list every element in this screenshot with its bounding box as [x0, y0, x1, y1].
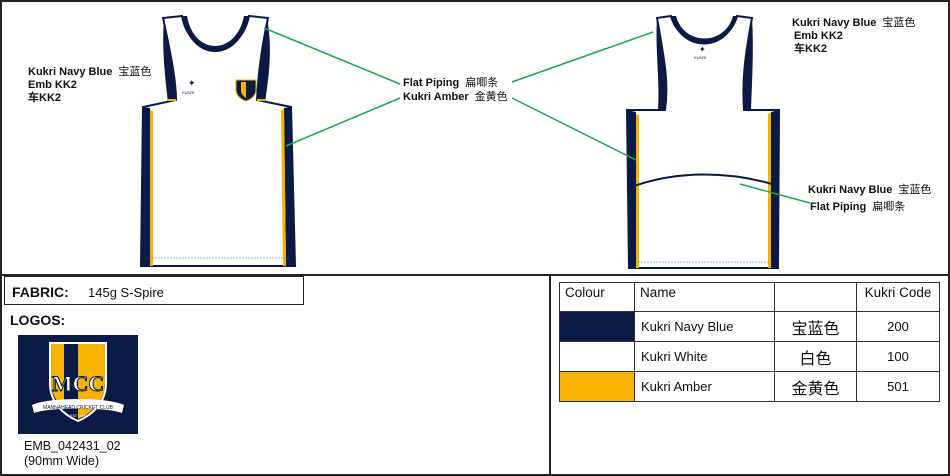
front-brand-logo-icon: ✦ KUKRI [182, 79, 196, 95]
svg-text:KUKRI: KUKRI [694, 55, 706, 60]
colour-cn-name: 金黄色 [774, 371, 857, 402]
logos-title: LOGOS: [10, 312, 66, 328]
svg-text:KUKRI: KUKRI [182, 90, 194, 95]
front-emb-label: Emb KK2 [28, 79, 77, 91]
colour-code: 100 [856, 341, 940, 372]
section-divider [0, 274, 950, 276]
crest-ribbon-text: MANNAHEAD CRICKET CLUB [43, 405, 114, 411]
colour-cn-name: 宝蓝色 [774, 311, 857, 342]
fabric-value: 145g S-Spire [88, 285, 164, 300]
header-code: Kukri Code [856, 282, 940, 312]
colour-swatch [559, 311, 635, 342]
table-row: Kukri Navy Blue 宝蓝色 200 [559, 311, 940, 342]
colour-name: Kukri White [634, 341, 775, 372]
colour-code: 501 [856, 371, 940, 402]
colour-name: Kukri Navy Blue [634, 311, 775, 342]
colour-swatch [559, 371, 635, 402]
colour-code: 200 [856, 311, 940, 342]
club-logo-panel: MCC MANNAHEAD CRICKET CLUB EST 1899 [18, 335, 138, 434]
fabric-box: FABRIC: 145g S-Spire [4, 276, 304, 305]
leader-lines [263, 27, 811, 204]
header-name: Name [634, 282, 775, 312]
header-cn [774, 282, 857, 312]
back-vest: ✦ KUKRI [625, 14, 781, 269]
fabric-title: FABRIC: [12, 284, 69, 300]
svg-text:✦: ✦ [188, 79, 196, 89]
garment-drawings: ✦ KUKRI ✦ KUKRI [139, 14, 811, 269]
table-row: Kukri Amber 金黄色 501 [559, 371, 940, 402]
header-colour: Colour [559, 282, 635, 312]
table-row: Kukri White 白色 100 [559, 341, 940, 372]
logo-code: EMB_042431_02 (90mm Wide) [24, 439, 121, 469]
front-car-label: 车KK2 [28, 92, 62, 104]
column-divider [549, 274, 551, 476]
crest-letters: MCC [52, 371, 105, 396]
logo-code-line1: EMB_042431_02 [24, 439, 121, 453]
back-emb-label: Emb KK2 [794, 30, 843, 42]
club-crest-icon: MCC MANNAHEAD CRICKET CLUB EST 1899 [32, 342, 124, 423]
back-car-label: 车KK2 [794, 43, 828, 55]
colour-cn-name: 白色 [774, 341, 857, 372]
colour-table: Colour Name Kukri Code Kukri Navy Blue 宝… [559, 282, 940, 402]
colour-swatch [559, 341, 635, 372]
front-club-crest-icon [235, 79, 257, 102]
front-vest: ✦ KUKRI [139, 14, 297, 267]
colour-table-header: Colour Name Kukri Code [559, 282, 940, 312]
svg-text:✦: ✦ [699, 45, 706, 54]
back-brand-logo-icon: ✦ KUKRI [694, 45, 706, 60]
colour-name: Kukri Amber [634, 371, 775, 402]
logo-code-line2: (90mm Wide) [24, 454, 100, 468]
crest-year-text: EST 1899 [70, 414, 86, 418]
